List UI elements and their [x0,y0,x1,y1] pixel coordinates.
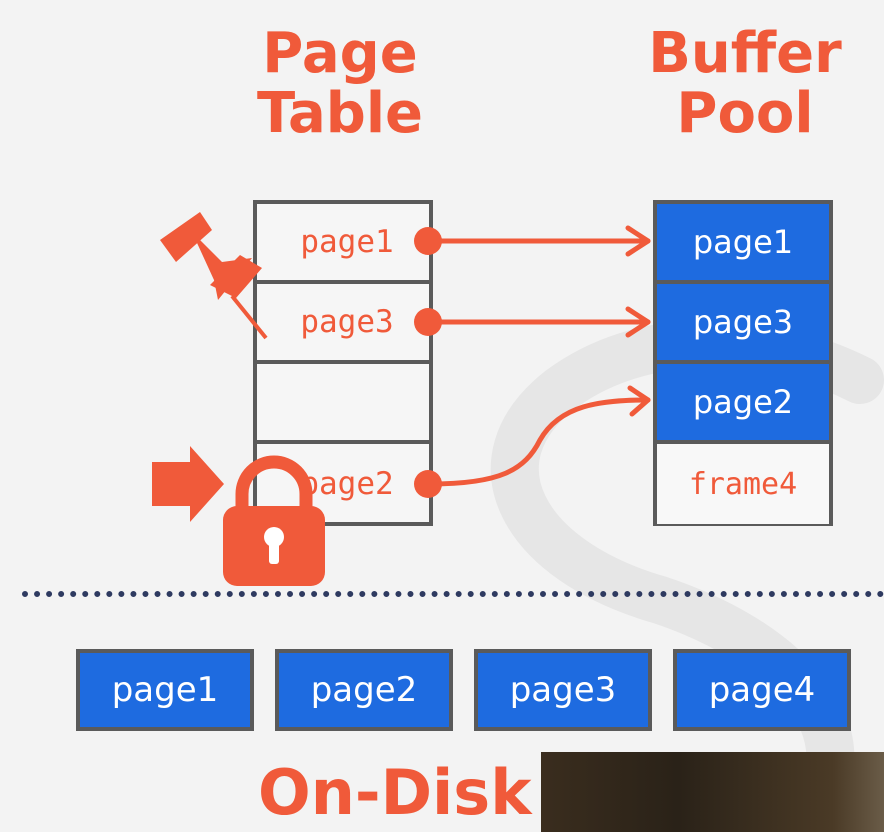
pin-icon [160,212,268,340]
disk-page-label: page4 [708,670,816,710]
arrow-head [625,225,651,257]
buffer-frame: page2 [657,364,829,444]
disk-page: page4 [673,649,851,731]
disk-page-label: page1 [111,670,219,710]
buffer-frame-label: page2 [692,383,794,421]
arrow-head [625,306,651,338]
on-disk-heading: On-Disk [258,756,532,829]
disk-page: page3 [474,649,652,731]
arrow-right-icon [152,446,224,522]
disk-page-label: page2 [310,670,418,710]
lock-icon [223,455,325,586]
page-table-heading-line2: Table [256,81,424,146]
page-table-entry-label: page1 [300,224,394,260]
memory-disk-divider [22,591,884,597]
pointer-dot [414,470,442,498]
buffer-pool-heading-line1: Buffer [648,21,842,86]
page-table-entry: page2 [257,444,429,524]
page-table-heading-line1: Page [262,21,418,86]
page-table-entry-label: page3 [300,304,394,340]
buffer-pool-heading-line2: Pool [676,81,814,146]
buffer-pool: page1 page3 page2 frame4 [653,200,833,526]
buffer-frame: page1 [657,204,829,284]
disk-page-label: page3 [509,670,617,710]
arrow-head [627,385,651,417]
page-table-entry: page1 [257,204,429,284]
buffer-frame-label: page1 [692,223,794,261]
pointer-dot [414,227,442,255]
buffer-frame-free: frame4 [657,444,829,524]
webcam-overlay [541,752,884,832]
pointer-arrow [427,397,651,487]
page-table: page1 page3 page2 [253,200,433,526]
page-table-entry-label: page2 [300,466,394,502]
page-table-heading: Page Table [215,24,465,144]
buffer-frame-label: page3 [692,303,794,341]
pointer-dot [414,308,442,336]
buffer-pool-heading: Buffer Pool [630,24,860,144]
buffer-frame: page3 [657,284,829,364]
page-table-entry: page3 [257,284,429,364]
buffer-frame-label: frame4 [688,466,798,502]
page-table-entry [257,364,429,444]
disk-page: page1 [76,649,254,731]
disk-page: page2 [275,649,453,731]
